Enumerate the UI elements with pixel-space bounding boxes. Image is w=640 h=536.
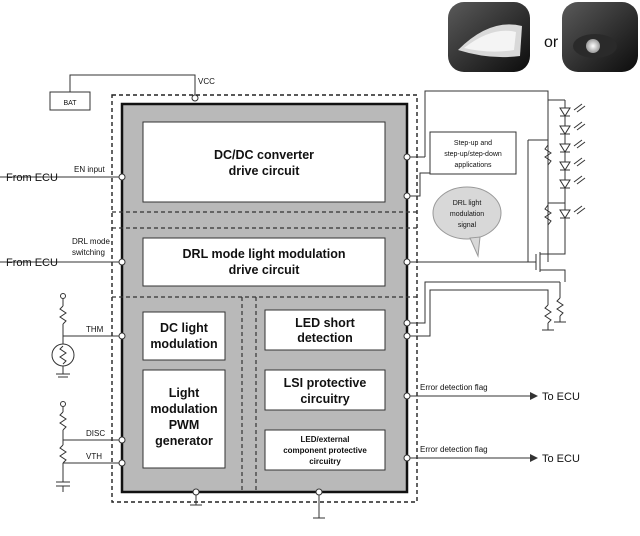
ledext-line-2: component protective (283, 446, 367, 455)
drl-mode-label-1: DRL mode (72, 237, 110, 246)
dcdc-line-1: DC/DC converter (214, 148, 314, 162)
led-short-line-2: detection (297, 331, 353, 345)
pwm-line-2: modulation (150, 402, 217, 416)
led-short-block (264, 309, 386, 351)
lsi-line-1: LSI protective (284, 376, 367, 390)
right-pin-4 (403, 319, 411, 327)
or-label: or (544, 34, 559, 51)
stepup-line-3: applications (455, 162, 492, 169)
dcdc-block (142, 121, 386, 203)
dc-light-line-1: DC light (160, 321, 209, 335)
to-ecu-2: To ECU (542, 453, 580, 465)
en-input-label: EN input (74, 165, 105, 174)
drl-signal-bubble (432, 186, 502, 240)
right-pin-2 (403, 192, 411, 200)
headlamp-photo-left (448, 2, 530, 72)
arrow-1 (530, 392, 538, 400)
ledext-line-3: circuitry (309, 457, 341, 466)
lsi-block (264, 369, 386, 411)
error-flag-2: Error detection flag (420, 445, 488, 454)
bat-label: BAT (63, 100, 77, 107)
disc-pin (118, 436, 126, 444)
vcc-pin (191, 94, 199, 102)
stepup-callout (429, 131, 517, 175)
drl-mode-pin (118, 258, 126, 266)
disc-vth-network (56, 401, 122, 492)
pwm-line-4: generator (155, 434, 213, 448)
thm-network (51, 293, 122, 378)
error-flag-1: Error detection flag (420, 383, 488, 392)
en-input-pin (118, 173, 126, 181)
right-pin-6 (403, 392, 411, 400)
drl-signal-line-2: modulation (450, 211, 484, 218)
lsi-line-2: circuitry (300, 392, 349, 406)
arrow-2 (530, 454, 538, 462)
right-pin-3 (403, 258, 411, 266)
headlamp-photo-right (562, 2, 638, 72)
module-boundary (111, 94, 418, 503)
drl-block (142, 237, 386, 287)
thm-label: THM (86, 325, 104, 334)
pwm-block (142, 369, 226, 469)
drl-line-2: drive circuit (229, 263, 301, 277)
stepup-line-2: step-up/step-down (444, 151, 502, 158)
dcdc-line-2: drive circuit (229, 164, 301, 178)
led-short-line-1: LED short (295, 316, 356, 330)
stepup-line-1: Step-up and (454, 140, 492, 147)
gnd-pin-2 (315, 488, 323, 496)
ledext-block (264, 429, 386, 471)
drl-signal-line-3: signal (458, 222, 477, 229)
right-pin-7 (403, 454, 411, 462)
drl-line-1: DRL mode light modulation (183, 247, 346, 261)
from-ecu-2: From ECU (6, 257, 58, 269)
vth-pin (118, 459, 126, 467)
bottom-ground-pins (190, 492, 325, 519)
mosfet-switch (535, 245, 566, 282)
gnd-pin-1 (192, 488, 200, 496)
right-ground (542, 282, 566, 331)
dc-light-line-2: modulation (150, 337, 217, 351)
vcc-wire (69, 74, 196, 96)
right-pin-5 (403, 332, 411, 340)
vcc-label: VCC (198, 77, 215, 86)
right-pin-1 (403, 153, 411, 161)
drl-mode-label-2: switching (72, 248, 105, 257)
pwm-line-1: Light (169, 386, 200, 400)
led-string (528, 99, 586, 245)
ledext-line-1: LED/external (301, 435, 350, 444)
vth-label: VTH (86, 452, 102, 461)
right-wiring (410, 90, 560, 459)
drl-signal-line-1: DRL light (453, 200, 482, 207)
drl-signal-pointer (469, 236, 481, 258)
dc-light-block (142, 311, 226, 361)
thm-pin (118, 332, 126, 340)
disc-label: DISC (86, 429, 105, 438)
pwm-line-3: PWM (169, 418, 200, 432)
from-ecu-1: From ECU (6, 172, 58, 184)
to-ecu-1: To ECU (542, 391, 580, 403)
